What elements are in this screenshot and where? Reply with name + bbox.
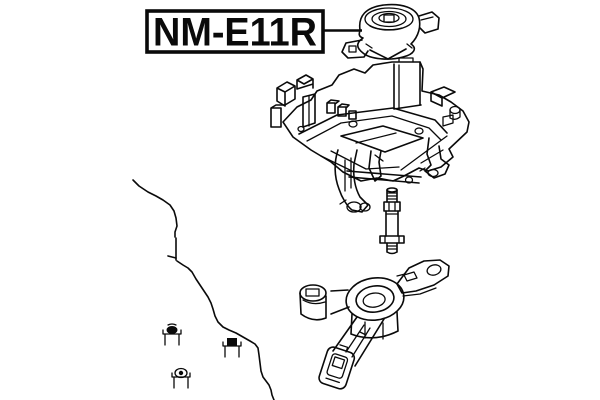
body-contour-drawing: [132, 179, 275, 400]
part-code-label: NM-E11R: [153, 11, 317, 55]
mount-bracket-drawing: [299, 259, 450, 390]
mounting-stud-symbol: [171, 367, 191, 389]
part-code-callout: NM-E11R: [145, 9, 362, 55]
mounting-stud-symbols: [162, 323, 242, 389]
engine-mount-drawing: [341, 3, 440, 60]
mounting-stud-symbol: [222, 338, 242, 358]
mounting-stud-symbol: [162, 323, 182, 346]
transmission-case-drawing: [270, 57, 470, 213]
stud-bolt-drawing: [379, 187, 405, 255]
